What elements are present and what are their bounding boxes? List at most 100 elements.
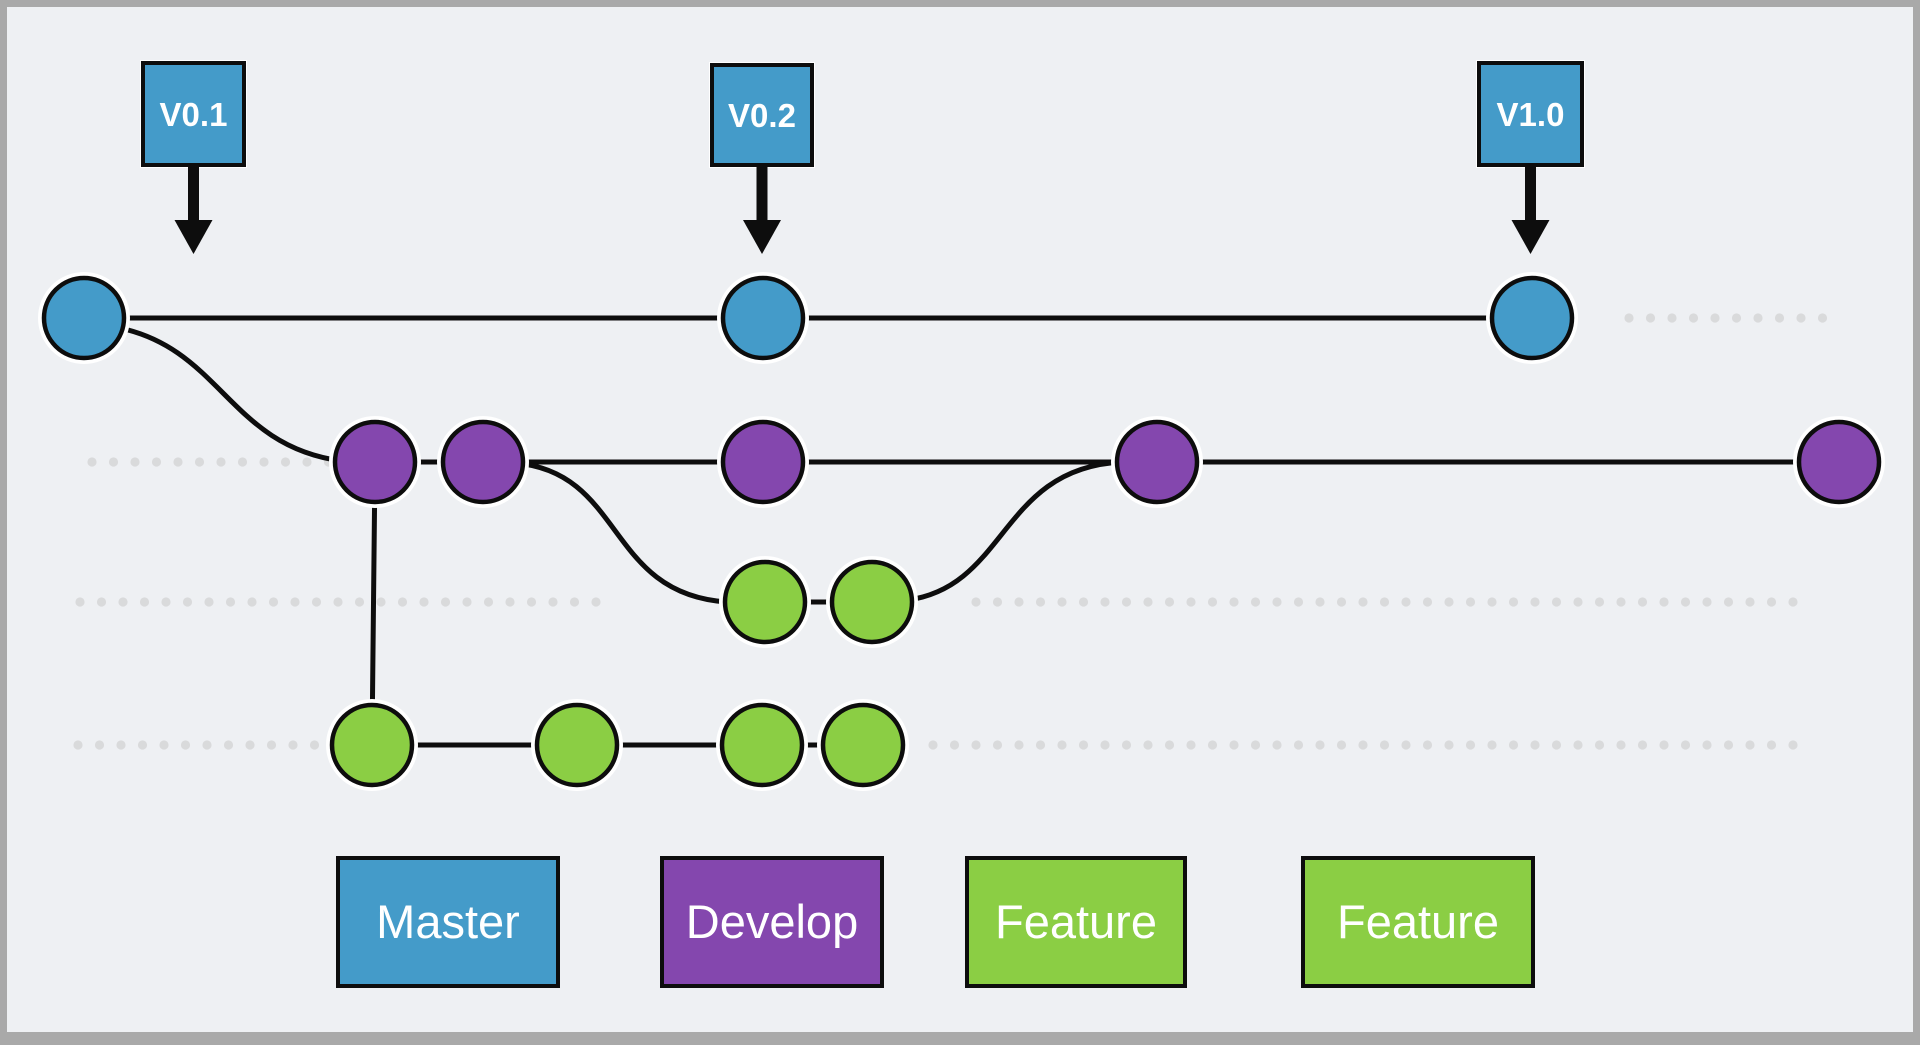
master-commit-2 — [717, 272, 809, 364]
branch-dot — [1186, 740, 1196, 750]
branch-dot — [1688, 313, 1699, 323]
branch-dot — [182, 597, 193, 607]
commit-circle — [329, 702, 415, 788]
branch-dot — [1637, 597, 1648, 607]
branch-dot — [1465, 597, 1476, 607]
branch-dot — [1766, 597, 1777, 607]
commit-circle — [720, 275, 806, 361]
branch-dot — [1272, 597, 1282, 607]
branch-dot — [1573, 740, 1583, 750]
feature-2-dotted-line — [928, 740, 1798, 750]
connector-master-commit-1-to-develop-commit-1 — [112, 324, 345, 464]
commit-circle — [820, 702, 906, 788]
branch-dot — [1637, 740, 1648, 750]
branch-dot — [526, 597, 537, 607]
branch-dot — [354, 597, 365, 607]
branch-dot — [247, 597, 257, 607]
branch-dot — [225, 597, 236, 607]
commit-circle — [534, 702, 620, 788]
branch-dot — [266, 740, 277, 750]
branch-dot — [180, 740, 191, 750]
branch-dot — [87, 457, 97, 467]
master-dotted-line — [1624, 313, 1828, 323]
branch-dot — [1530, 597, 1540, 607]
feature-1-dotted-line — [75, 597, 601, 607]
branch-dot — [397, 597, 408, 607]
branch-dot — [1014, 597, 1024, 607]
branch-dot — [1731, 313, 1742, 323]
branch-dot — [1164, 740, 1175, 750]
branch-dot — [1121, 740, 1132, 750]
branch-dot — [1358, 597, 1368, 607]
feature-1-commit-2 — [826, 556, 918, 648]
branch-dot — [1422, 597, 1433, 607]
branch-dot — [1207, 597, 1218, 607]
legend-box — [660, 856, 884, 988]
branch-dot — [1401, 597, 1411, 607]
branch-dot — [1186, 597, 1196, 607]
branch-dot — [1293, 740, 1304, 750]
branch-dot — [1250, 597, 1261, 607]
branch-dot — [462, 597, 472, 607]
branch-dot — [1573, 597, 1583, 607]
commit-circle — [1796, 419, 1882, 505]
branch-dot — [1487, 740, 1497, 750]
branch-dot — [202, 740, 212, 750]
branch-dot — [288, 740, 298, 750]
commit-circle — [829, 559, 915, 645]
tag-label: V0.1 — [160, 96, 228, 133]
branch-dot — [1035, 597, 1046, 607]
branch-dot — [1551, 740, 1562, 750]
branch-dot — [1078, 740, 1089, 750]
commit-circle — [720, 419, 806, 505]
tag-label: V0.2 — [728, 97, 796, 134]
branch-dot — [1143, 740, 1153, 750]
branch-dot — [280, 457, 291, 467]
branch-dot — [419, 597, 429, 607]
feature-2-commit-2 — [531, 699, 623, 791]
branch-dot — [992, 597, 1003, 607]
branch-dot — [1315, 597, 1325, 607]
branch-dot — [1315, 740, 1325, 750]
develop-commit-4 — [1111, 416, 1203, 508]
branch-dot — [1659, 597, 1669, 607]
tag-box — [710, 63, 814, 167]
connector-develop-commit-1-to-feature-2-commit-1 — [369, 459, 378, 748]
branch-dot — [268, 597, 279, 607]
legend-box — [336, 856, 560, 988]
commit-circle — [1114, 419, 1200, 505]
feature-2-commit-4 — [817, 699, 909, 791]
feature-2-commit-3 — [716, 699, 808, 791]
branch-dot — [1465, 740, 1476, 750]
legend-item-feature-3: Feature — [1301, 856, 1535, 988]
branch-dot — [376, 597, 386, 607]
branch-dot — [971, 597, 981, 607]
tag-label: V1.0 — [1497, 96, 1565, 133]
commit-circle — [722, 559, 808, 645]
commit-circle — [41, 275, 127, 361]
legend-box — [1301, 856, 1535, 988]
commit-circle — [440, 419, 526, 505]
branch-dot — [1035, 740, 1046, 750]
branch-dot — [309, 740, 320, 750]
master-commit-3 — [1486, 272, 1578, 364]
branch-dot — [1530, 740, 1540, 750]
branch-dot — [237, 457, 248, 467]
branch-dot — [302, 457, 312, 467]
tag-arrow-shaft — [1525, 165, 1536, 223]
branch-dot — [1745, 597, 1755, 607]
branch-dot — [1057, 740, 1067, 750]
legend-item-develop-1: Develop — [660, 856, 884, 988]
legend-label: Master — [376, 895, 520, 948]
branch-dot — [1272, 740, 1282, 750]
branch-dot — [1336, 740, 1347, 750]
branch-dot — [159, 740, 169, 750]
connector-develop-commit-2-to-feature-1-commit-1 — [513, 460, 730, 605]
branch-dot — [75, 597, 85, 607]
branch-dot — [96, 597, 107, 607]
branch-dot — [1594, 740, 1605, 750]
branch-dot — [1014, 740, 1024, 750]
branch-dot — [1508, 740, 1519, 750]
branch-dot — [1680, 597, 1691, 607]
branch-dot — [1444, 740, 1454, 750]
